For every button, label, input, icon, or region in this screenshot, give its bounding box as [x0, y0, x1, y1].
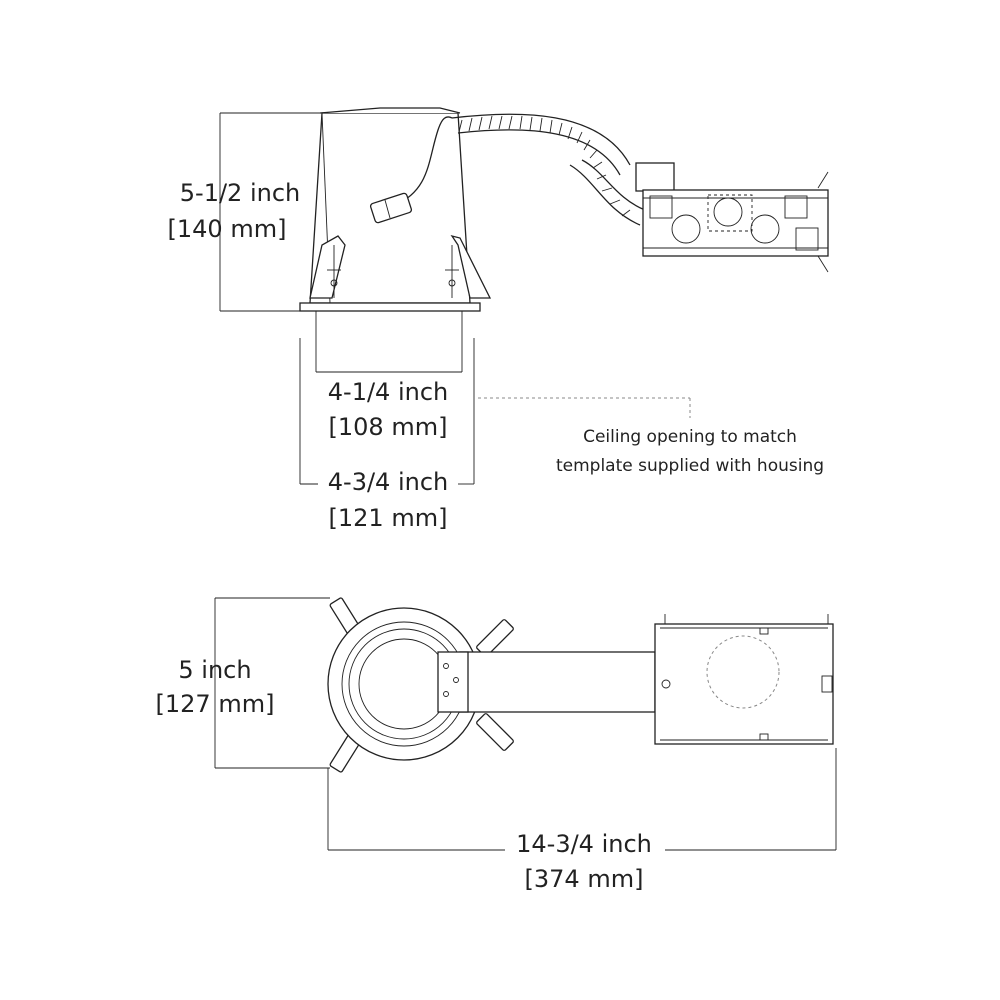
dim-opening-inch: 4-1/4 inch: [328, 378, 448, 406]
dim-opening-mm: [108 mm]: [329, 413, 448, 441]
dim-height-lines: [219, 112, 328, 312]
side-view-wire-connector: [369, 116, 453, 224]
dim-width-inch: 5 inch: [178, 656, 251, 684]
note-leader-line: [478, 397, 691, 418]
dim-height-inch: 5-1/2 inch: [180, 179, 300, 207]
dim-width-lines: [214, 597, 330, 769]
dim-trim-inch: 4-3/4 inch: [328, 468, 448, 496]
dim-trim-lines: [299, 338, 475, 485]
top-view-clips: [329, 597, 514, 773]
top-view-junction-box: [654, 614, 834, 745]
side-view-flexible-conduit: [451, 113, 646, 226]
dim-trim-mm: [121 mm]: [329, 504, 448, 532]
side-view-junction-box: [635, 162, 829, 273]
dim-height-mm: [140 mm]: [168, 215, 287, 243]
side-view-mounting-brackets: [309, 234, 492, 299]
dim-length-mm: [374 mm]: [525, 865, 644, 893]
dim-opening-lines: [315, 311, 463, 373]
top-view-bracket-arm: [437, 651, 656, 713]
dim-length-inch: 14-3/4 inch: [516, 830, 652, 858]
dim-length-lines: [327, 748, 837, 851]
note-line-1: Ceiling opening to match: [583, 427, 797, 447]
dim-width-mm: [127 mm]: [156, 690, 275, 718]
note-line-2: template supplied with housing: [556, 456, 824, 476]
